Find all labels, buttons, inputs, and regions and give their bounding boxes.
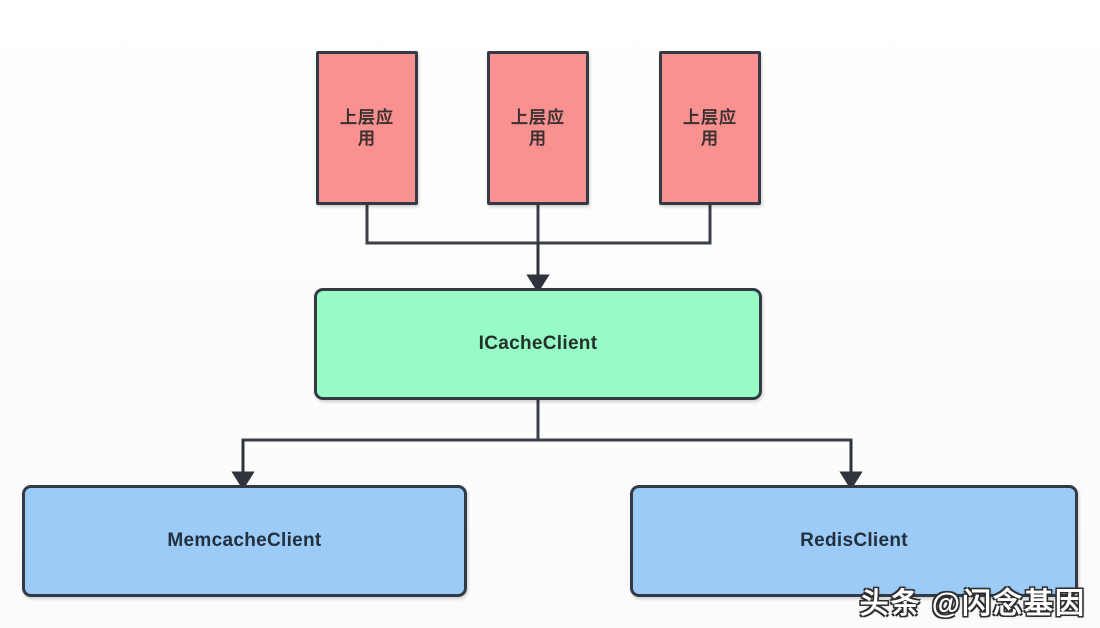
- node-memcache-client[interactable]: MemcacheClient: [22, 485, 467, 597]
- node-icache-client[interactable]: ICacheClient: [314, 288, 762, 400]
- node-redis-client[interactable]: RedisClient: [630, 485, 1078, 597]
- node-label: 上层应用: [511, 107, 565, 148]
- node-upper-layer-application-2[interactable]: 上层应用: [487, 51, 589, 205]
- node-label: MemcacheClient: [167, 530, 322, 552]
- node-label: RedisClient: [800, 530, 908, 552]
- node-label: 上层应用: [340, 107, 394, 148]
- node-label: ICacheClient: [478, 333, 598, 355]
- node-upper-layer-application-3[interactable]: 上层应用: [659, 51, 761, 205]
- node-upper-layer-application-1[interactable]: 上层应用: [316, 51, 418, 205]
- node-label: 上层应用: [683, 107, 737, 148]
